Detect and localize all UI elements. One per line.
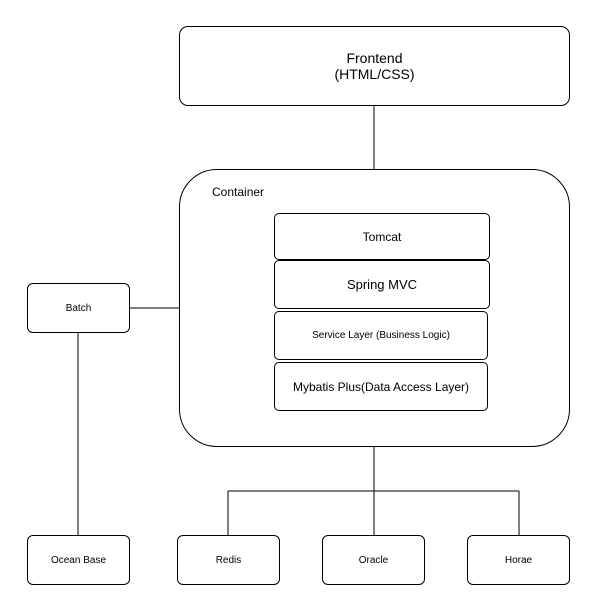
horae-label: Horae <box>504 554 533 566</box>
oracle-box: Oracle <box>322 535 425 585</box>
ocean-base-label: Ocean Base <box>50 554 107 566</box>
batch-label: Batch <box>65 302 92 314</box>
redis-box: Redis <box>177 535 280 585</box>
spring-mvc-layer: Spring MVC <box>274 260 490 309</box>
redis-label: Redis <box>215 554 242 566</box>
mybatis-layer: Mybatis Plus(Data Access Layer) <box>274 362 488 411</box>
frontend-title: Frontend <box>346 50 403 66</box>
ocean-base-box: Ocean Base <box>27 535 130 585</box>
batch-box: Batch <box>27 283 130 333</box>
container-label: Container <box>212 185 265 199</box>
oracle-label: Oracle <box>358 554 389 566</box>
tomcat-layer: Tomcat <box>274 213 490 260</box>
frontend-subtitle: (HTML/CSS) <box>334 66 415 82</box>
service-label: Service Layer (Business Logic) <box>312 330 450 341</box>
service-layer: Service Layer (Business Logic) <box>274 311 488 360</box>
spring-mvc-label: Spring MVC <box>346 277 418 292</box>
tomcat-label: Tomcat <box>362 229 402 244</box>
frontend-box: Frontend (HTML/CSS) <box>179 26 570 106</box>
mybatis-label: Mybatis Plus(Data Access Layer) <box>292 379 470 394</box>
horae-box: Horae <box>467 535 570 585</box>
